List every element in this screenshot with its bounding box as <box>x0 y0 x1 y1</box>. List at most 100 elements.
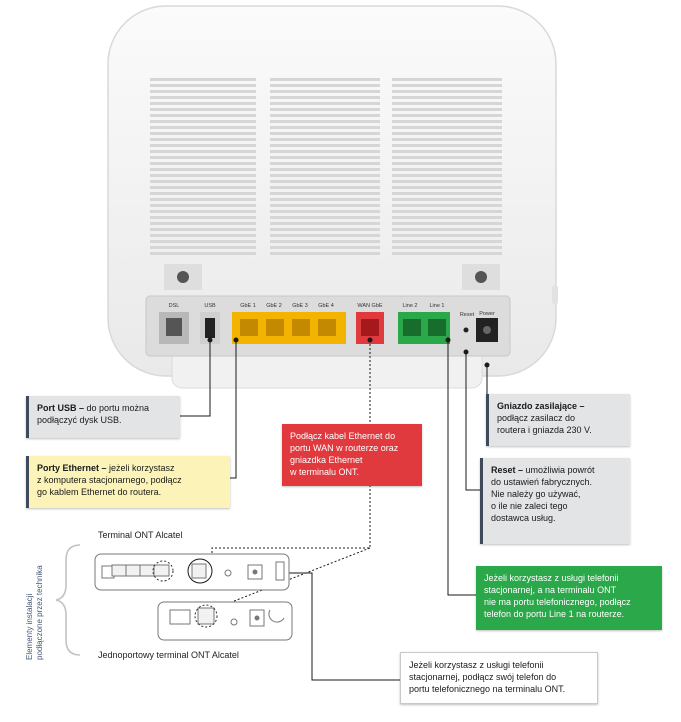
callout-power-title: Gniazdo zasilające – <box>497 401 585 411</box>
vent-slot <box>270 174 380 177</box>
vent-slot <box>150 120 256 123</box>
ont-terminal-alcatel <box>94 553 290 591</box>
vent-slot <box>392 222 502 225</box>
callout-usb: Port USB – do portu można podłączyć dysk… <box>26 396 180 438</box>
vent-slot <box>150 246 256 249</box>
vent-slot <box>392 252 502 255</box>
callout-reset-l4: o ile nie zaleci tego <box>491 501 568 511</box>
vent-slot <box>150 186 256 189</box>
callout-reset-l2: do ustawień fabrycznych. <box>491 477 593 487</box>
vent-slot <box>392 78 502 81</box>
vent-slot <box>392 138 502 141</box>
side-label-line2: podłączone przez technika <box>35 565 44 660</box>
callout-reset-text1: umożliwia powrót <box>523 465 595 475</box>
vent-slot <box>150 126 256 129</box>
vent-slot <box>150 192 256 195</box>
vent-slot <box>392 150 502 153</box>
vent-slot <box>392 156 502 159</box>
vent-slot <box>270 246 380 249</box>
callout-ont-phone: Jeżeli korzystasz z usługi telefonii sta… <box>400 652 598 704</box>
callout-usb-title: Port USB – <box>37 403 85 413</box>
callout-ont-phone-l2: stacjonarnej, podłącz swój telefon do <box>409 672 557 682</box>
vent-slot <box>270 84 380 87</box>
vent-slot <box>270 138 380 141</box>
port-label-reset: Reset <box>459 312 475 318</box>
vent-slot <box>270 162 380 165</box>
callout-power-l3: routera i gniazda 230 V. <box>497 425 592 435</box>
vent-slot <box>270 102 380 105</box>
vent-slot <box>150 102 256 105</box>
port-label-line2: Line 2 <box>402 303 418 309</box>
vent-slot <box>150 84 256 87</box>
vent-slot <box>392 114 502 117</box>
vent-slot <box>270 252 380 255</box>
usb-port <box>200 312 220 344</box>
installer-bracket <box>55 544 81 656</box>
vent-slot <box>270 132 380 135</box>
callout-line1-l2: stacjonarnej, a na terminalu ONT <box>484 585 617 595</box>
vent-slot <box>270 228 380 231</box>
vent-slot <box>270 78 380 81</box>
vent-slot <box>270 108 380 111</box>
vent-slot <box>392 204 502 207</box>
vent-slot <box>270 150 380 153</box>
vent-slot <box>150 240 256 243</box>
vent-slot <box>270 114 380 117</box>
callout-line1-l1: Jeżeli korzystasz z usługi telefonii <box>484 573 619 583</box>
port-label-gbe2: GbE 2 <box>266 303 282 309</box>
vent-slot <box>150 78 256 81</box>
ont-bottom-label: Jednoportowy terminal ONT Alcatel <box>98 650 239 660</box>
vent-slot <box>270 120 380 123</box>
vent-slot <box>150 90 256 93</box>
vent-slot <box>392 96 502 99</box>
vent-slot <box>270 210 380 213</box>
callout-power: Gniazdo zasilające – podłącz zasilacz do… <box>486 394 630 446</box>
callout-line1-l4: telefon do portu Line 1 na routerze. <box>484 609 625 619</box>
vent-slot <box>150 132 256 135</box>
vent-slot <box>270 216 380 219</box>
vent-slot <box>150 204 256 207</box>
port-label-wan: WAN GbE <box>357 303 383 309</box>
vent-slot <box>150 174 256 177</box>
port-label-dsl: DSL <box>168 303 180 309</box>
ont-top-label: Terminal ONT Alcatel <box>98 530 183 540</box>
vent-slot <box>150 198 256 201</box>
vent-slot <box>392 162 502 165</box>
vent-slot <box>150 156 256 159</box>
callout-reset: Reset – umożliwia powrót do ustawień fab… <box>480 458 630 544</box>
port-label-gbe4: GbE 4 <box>318 303 334 309</box>
callout-ethernet-text1: jeżeli korzystasz <box>106 463 175 473</box>
callout-ethernet-text2: z komputera stacjonarnego, podłącz <box>37 475 182 485</box>
vent-slot <box>150 168 256 171</box>
vent-slot <box>392 228 502 231</box>
vent-slot <box>270 204 380 207</box>
callout-wan: Podłącz kabel Ethernet do portu WAN w ro… <box>282 424 422 486</box>
vent-slot <box>150 228 256 231</box>
vent-slot <box>392 126 502 129</box>
callout-line1: Jeżeli korzystasz z usługi telefonii sta… <box>476 566 662 630</box>
vent-slot <box>392 240 502 243</box>
router-body <box>107 5 558 389</box>
vent-slot <box>392 102 502 105</box>
dsl-port <box>159 312 189 344</box>
port-label-line1: Line 1 <box>429 303 445 309</box>
vent-slot <box>392 180 502 183</box>
vent-slot <box>150 234 256 237</box>
vent-slot <box>270 186 380 189</box>
vent-slot <box>392 90 502 93</box>
callout-ethernet-text3: go kablem Ethernet do routera. <box>37 487 162 497</box>
port-label-usb: USB <box>204 303 216 309</box>
vent-slot <box>270 90 380 93</box>
vent-slot <box>150 144 256 147</box>
vent-slot <box>392 132 502 135</box>
side-label-line1: Elementy instalacji <box>25 594 34 660</box>
vent-slot <box>150 210 256 213</box>
callout-wan-l2: portu WAN w routerze oraz <box>290 443 399 453</box>
vent-slot <box>392 108 502 111</box>
vent-slot <box>392 186 502 189</box>
ont-terminal-single-port <box>157 601 293 641</box>
vent-slot <box>150 150 256 153</box>
vent-slot <box>270 234 380 237</box>
port-label-gbe3: GbE 3 <box>292 303 308 309</box>
vent-slot <box>150 216 256 219</box>
